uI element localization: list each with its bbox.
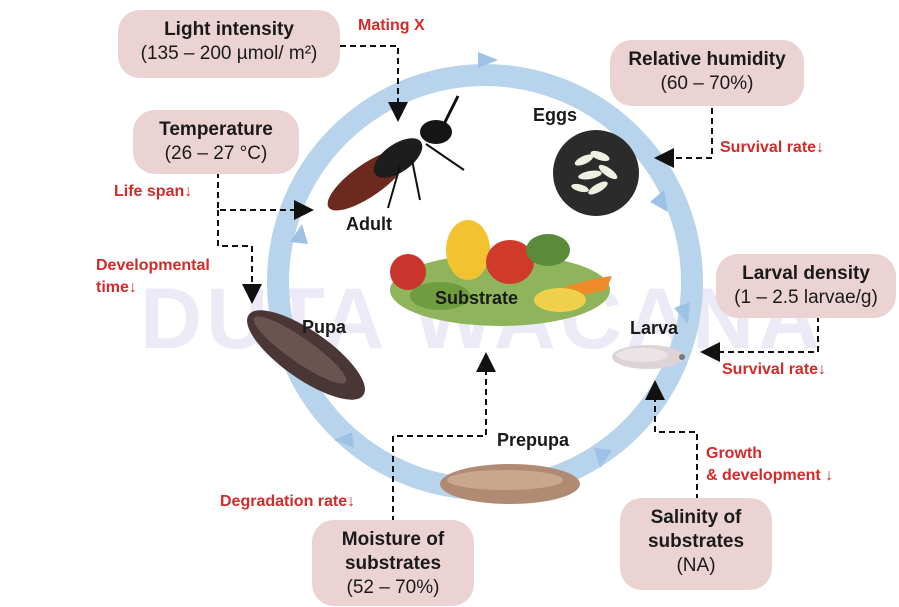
stage-larva-label: Larva xyxy=(630,318,678,339)
larval-density-box: Larval density (1 – 2.5 larvae/g) xyxy=(716,254,896,318)
moisture-box: Moisture of substrates (52 – 70%) xyxy=(312,520,474,606)
stage-pupa-label: Pupa xyxy=(302,317,346,338)
moisture-value: (52 – 70%) xyxy=(312,576,474,600)
larval-density-value: (1 – 2.5 larvae/g) xyxy=(716,286,896,310)
relative-humidity-box: Relative humidity (60 – 70%) xyxy=(610,40,804,106)
effect-mating: Mating X xyxy=(358,16,425,36)
relative-humidity-title: Relative humidity xyxy=(610,48,804,72)
salinity-title-line1: Salinity of xyxy=(620,506,772,530)
light-intensity-value: (135 – 200 µmol/ m²) xyxy=(118,42,340,66)
salinity-title-line2: substrates xyxy=(620,530,772,554)
temperature-value: (26 – 27 °C) xyxy=(133,142,299,166)
temperature-title: Temperature xyxy=(133,118,299,142)
moisture-title-line1: Moisture of xyxy=(312,528,474,552)
prepupa-illustration xyxy=(440,464,580,504)
effect-life-span: Life span↓ xyxy=(114,182,192,202)
light-intensity-title: Light intensity xyxy=(118,18,340,42)
stage-substrate-label: Substrate xyxy=(435,288,518,309)
eggs-illustration xyxy=(553,130,639,216)
effect-degradation: Degradation rate↓ xyxy=(220,492,355,512)
temperature-box: Temperature (26 – 27 °C) xyxy=(133,110,299,174)
connector-density-larva xyxy=(704,316,818,352)
salinity-box: Salinity of substrates (NA) xyxy=(620,498,772,590)
moisture-title-line2: substrates xyxy=(312,552,474,576)
larval-density-title: Larval density xyxy=(716,262,896,286)
effect-developmental-time-line2: time↓ xyxy=(96,278,137,298)
substrate-illustration xyxy=(390,220,612,326)
relative-humidity-value: (60 – 70%) xyxy=(610,72,804,96)
stage-prepupa-label: Prepupa xyxy=(497,430,569,451)
effect-developmental-time-line1: Developmental xyxy=(96,256,210,276)
effect-growth-line1: Growth xyxy=(706,444,762,464)
effect-survival-larva: Survival rate↓ xyxy=(722,360,826,380)
light-intensity-box: Light intensity (135 – 200 µmol/ m²) xyxy=(118,10,340,78)
effect-survival-eggs: Survival rate↓ xyxy=(720,138,824,158)
salinity-value: (NA) xyxy=(620,554,772,578)
effect-growth-line2: & development ↓ xyxy=(706,466,833,486)
connector-temp-pupa xyxy=(218,210,252,300)
stage-adult-label: Adult xyxy=(346,214,392,235)
stage-eggs-label: Eggs xyxy=(533,105,577,126)
adult-fly-illustration xyxy=(320,96,464,221)
connector-humidity-eggs xyxy=(658,108,712,158)
